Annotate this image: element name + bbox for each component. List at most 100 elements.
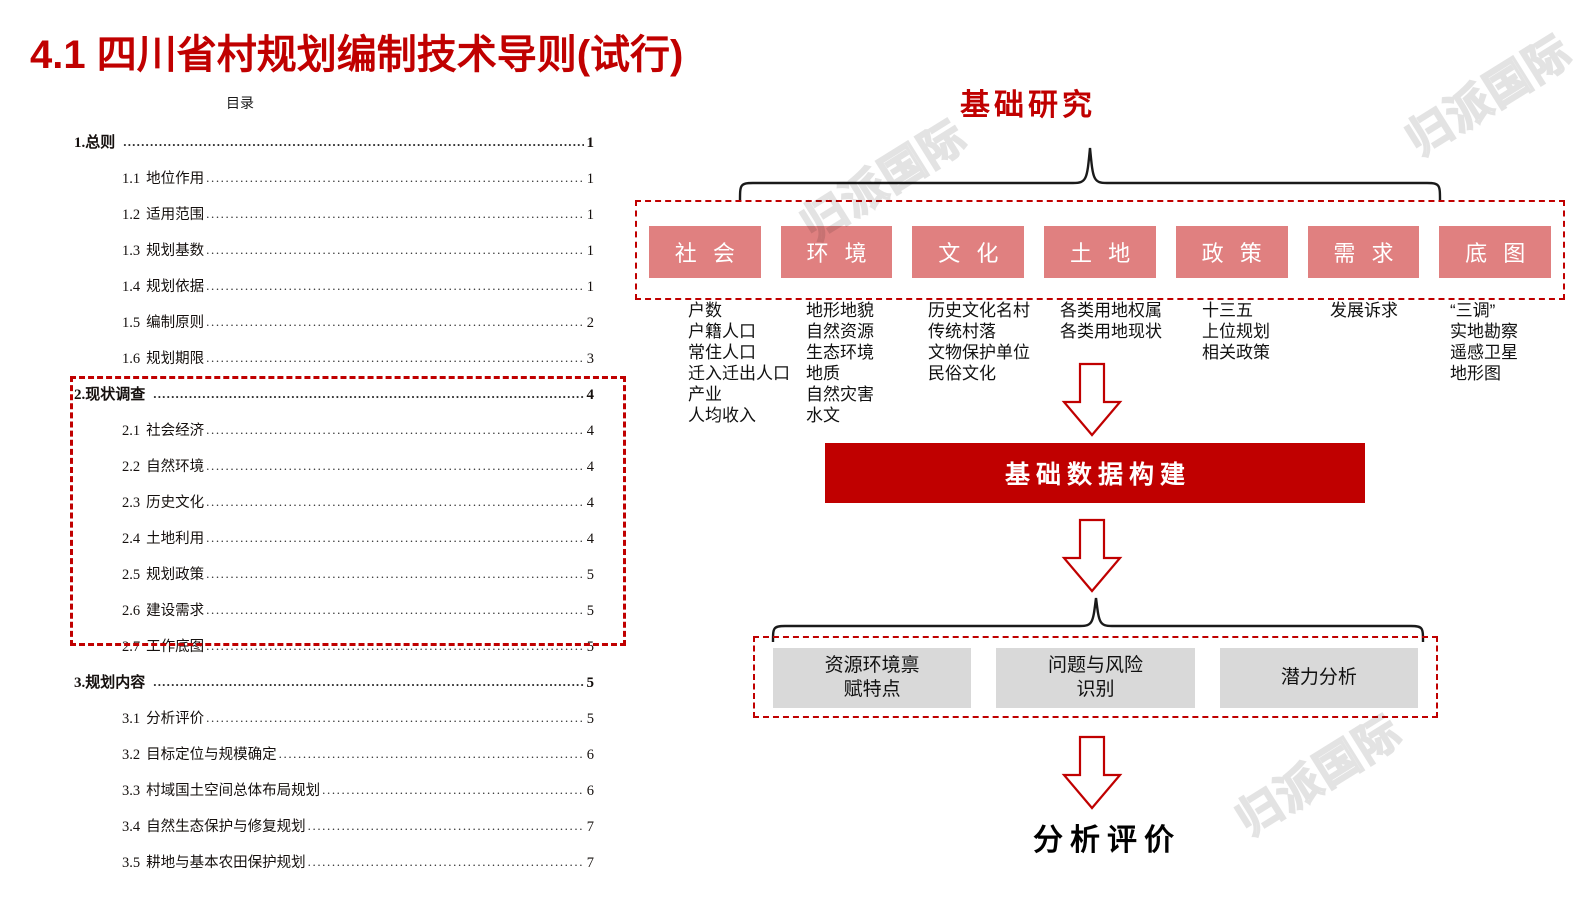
toc-entry[interactable]: 1.总则....................................… <box>74 131 594 167</box>
toc-leader-dots: ........................................… <box>206 602 584 617</box>
toc-entry-label: 建设需求 <box>146 603 205 619</box>
detail-item: 十三五 <box>1202 301 1253 320</box>
analysis-output-band <box>753 636 1438 718</box>
detail-item: 生态环境 <box>806 343 874 362</box>
toc-entry-label: 地位作用 <box>146 171 205 187</box>
toc-leader-dots: ........................................… <box>206 242 584 257</box>
toc-entry-label: 分析评价 <box>146 711 205 727</box>
toc-entry-number: 1.1 <box>122 171 141 187</box>
diagram-title: 基础研究 <box>960 89 1096 122</box>
toc-entry-page: 7 <box>586 855 594 871</box>
toc-entry-number: 2.2 <box>122 459 141 475</box>
detail-item: 发展诉求 <box>1330 301 1398 320</box>
basic-research-diagram: 基础研究 社 会环 境文 化土 地政 策需 求底 图 户数户籍人口常住人口迁入迁… <box>620 0 1587 907</box>
page-title: 4.1 四川省村规划编制技术导则(试行) <box>30 33 684 77</box>
detail-columns: 户数户籍人口常住人口迁入迁出人口产业人均收入地形地貌自然资源生态环境地质自然灾害… <box>640 300 1585 430</box>
toc-heading: 目录 <box>226 97 254 112</box>
bottom-brace <box>768 596 1428 644</box>
toc-entry-label: 社会经济 <box>146 423 205 439</box>
toc-leader-dots: ........................................… <box>123 134 583 149</box>
research-dimension-chip[interactable]: 需 求 <box>1307 226 1420 278</box>
toc-entry-number: 2.6 <box>122 603 141 619</box>
toc-entry[interactable]: 3.规划内容..................................… <box>74 671 594 707</box>
toc-entry-number: 1.总则 <box>74 135 116 151</box>
analysis-output-chip[interactable]: 问题与风险 识别 <box>996 648 1195 708</box>
toc-entry-number: 3.3 <box>122 783 141 799</box>
toc-entry-number: 3.5 <box>122 855 141 871</box>
research-dimension-chip[interactable]: 底 图 <box>1439 226 1552 278</box>
detail-column: 发展诉求 <box>1330 300 1398 321</box>
toc-entry-number: 1.6 <box>122 351 141 367</box>
toc-entry-number: 3.1 <box>122 711 141 727</box>
detail-item: 民俗文化 <box>928 364 996 383</box>
toc-entry-page: 1 <box>586 135 595 151</box>
toc-entry-page: 6 <box>586 783 594 799</box>
toc-entry-page: 2 <box>586 315 594 331</box>
toc-leader-dots: ........................................… <box>206 494 584 509</box>
toc-entry-page: 1 <box>586 243 594 259</box>
research-dimension-band <box>635 200 1565 300</box>
toc-entry-page: 4 <box>586 423 594 439</box>
toc-entry-label: 规划基数 <box>146 243 205 259</box>
toc-entry[interactable]: 1.1 地位作用.................................… <box>74 167 594 203</box>
toc-entry-number: 2.现状调查 <box>74 387 146 403</box>
toc-entry-number: 1.2 <box>122 207 141 223</box>
toc-leader-dots: ........................................… <box>153 674 584 689</box>
toc-entry-label: 自然环境 <box>146 459 205 475</box>
toc-entry-label: 规划期限 <box>146 351 205 367</box>
toc-entry[interactable]: 2.6 建设需求.................................… <box>74 599 594 635</box>
research-dimension-chip[interactable]: 社 会 <box>649 226 761 278</box>
detail-item: 常住人口 <box>688 343 756 362</box>
toc-leader-dots: ........................................… <box>206 278 584 293</box>
analysis-output-chip[interactable]: 资源环境禀 赋特点 <box>773 648 972 708</box>
toc-entry-label: 规划政策 <box>146 567 205 583</box>
research-dimension-chip[interactable]: 土 地 <box>1044 226 1156 278</box>
detail-item: 产业 <box>688 385 722 404</box>
toc-entry-page: 4 <box>586 531 594 547</box>
detail-item: 地形地貌 <box>806 301 874 320</box>
detail-item: 户数 <box>688 301 722 320</box>
toc-entry-label: 规划依据 <box>146 279 205 295</box>
toc-entry-page: 5 <box>586 603 594 619</box>
detail-item: 各类用地权属 <box>1060 301 1162 320</box>
detail-column: “三调”实地勘察遥感卫星地形图 <box>1450 300 1518 384</box>
toc-list: 1.总则....................................… <box>74 131 594 887</box>
toc-entry-page: 1 <box>586 171 594 187</box>
toc-entry-page: 5 <box>586 567 594 583</box>
toc-entry[interactable]: 2.现状调查..................................… <box>74 383 594 419</box>
toc-entry[interactable]: 1.6 规划期限.................................… <box>74 347 594 383</box>
toc-entry[interactable]: 3.3 村域国土空间总体布局规划.........................… <box>74 779 594 815</box>
toc-leader-dots: ........................................… <box>322 782 584 797</box>
toc-leader-dots: ........................................… <box>206 170 584 185</box>
research-dimension-chip[interactable]: 政 策 <box>1175 226 1288 278</box>
toc-entry-page: 1 <box>586 207 594 223</box>
toc-entry-number: 2.3 <box>122 495 141 511</box>
analysis-output-chip[interactable]: 潜力分析 <box>1219 648 1418 708</box>
research-dimension-chip[interactable]: 环 境 <box>780 226 893 278</box>
research-dimension-chip[interactable]: 文 化 <box>912 226 1025 278</box>
toc-leader-dots: ........................................… <box>206 350 584 365</box>
detail-item: 实地勘察 <box>1450 322 1518 341</box>
toc-entry-label: 村域国土空间总体布局规划 <box>146 783 321 799</box>
detail-item: 相关政策 <box>1202 343 1270 362</box>
toc-leader-dots: ........................................… <box>206 530 584 545</box>
research-dimension-chips: 社 会环 境文 化土 地政 策需 求底 图 <box>635 226 1565 278</box>
toc-leader-dots: ........................................… <box>153 386 584 401</box>
base-data-banner: 基础数据构建 <box>825 443 1365 503</box>
toc-entry-label: 耕地与基本农田保护规划 <box>146 855 306 871</box>
toc-entry-label: 目标定位与规模确定 <box>146 747 277 763</box>
